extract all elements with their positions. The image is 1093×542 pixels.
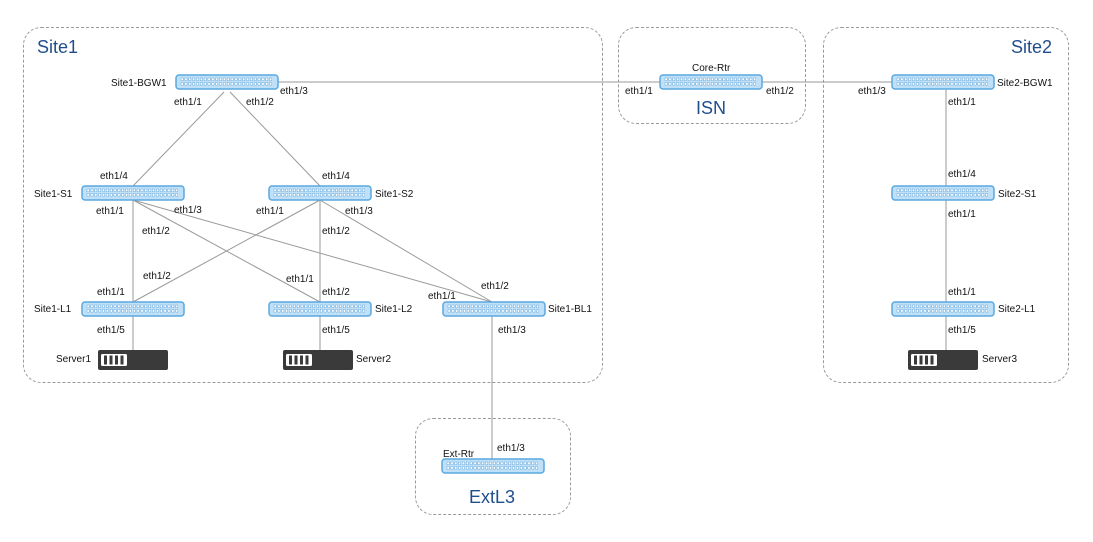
port-label: eth1/3	[345, 206, 373, 217]
port-label: eth1/4	[948, 169, 976, 180]
port-label: eth1/1	[948, 287, 976, 298]
port-label: eth1/3	[858, 86, 886, 97]
device-label-site1-l2: Site1-L2	[375, 304, 413, 315]
device-label-ext-rtr: Ext-Rtr	[443, 449, 475, 460]
port-label: eth1/1	[948, 97, 976, 108]
device-label-site2-l1: Site2-L1	[998, 304, 1036, 315]
switch-ext-rtr	[441, 458, 545, 474]
region-isn	[618, 27, 806, 124]
port-label: eth1/1	[286, 274, 314, 285]
port-label: eth1/1	[625, 86, 653, 97]
switch-site1-l2	[268, 301, 372, 317]
port-label: eth1/1	[256, 206, 284, 217]
device-label-site2-s1: Site2-S1	[998, 189, 1037, 200]
port-label: eth1/2	[766, 86, 794, 97]
device-label-server1: Server1	[56, 354, 92, 365]
port-label: eth1/1	[428, 291, 456, 302]
port-label: eth1/2	[246, 97, 274, 108]
port-label: eth1/4	[100, 171, 128, 182]
port-label: eth1/2	[142, 226, 170, 237]
device-label-site1-bgw1: Site1-BGW1	[111, 78, 167, 89]
region-title-isn: ISN	[696, 98, 727, 118]
port-label: eth1/1	[97, 287, 125, 298]
link-s2-bl1	[319, 199, 493, 303]
port-label: eth1/3	[280, 86, 308, 97]
link-s1-bl1	[132, 199, 493, 303]
device-label-server3: Server3	[982, 354, 1018, 365]
device-label-site1-l1: Site1-L1	[34, 304, 72, 315]
device-label-core-rtr: Core-Rtr	[692, 63, 731, 74]
server-icon-server1	[98, 350, 168, 370]
port-label: eth1/2	[481, 281, 509, 292]
port-label: eth1/3	[174, 205, 202, 216]
device-label-site1-s2: Site1-S2	[375, 189, 414, 200]
switch-site2-bgw1	[891, 74, 995, 90]
port-label: eth1/2	[322, 287, 350, 298]
server-icon-server2	[283, 350, 353, 370]
port-label: eth1/1	[948, 209, 976, 220]
switch-site1-s2	[268, 185, 372, 201]
switch-site1-bl1	[442, 301, 546, 317]
region-site1	[23, 27, 603, 383]
device-label-server2: Server2	[356, 354, 392, 365]
port-label: eth1/2	[143, 271, 171, 282]
switch-site2-l1	[891, 301, 995, 317]
switch-site1-bgw1	[175, 74, 279, 90]
port-label: eth1/5	[97, 325, 125, 336]
device-label-site1-bl1: Site1-BL1	[548, 304, 592, 315]
link-bgw1-s2	[229, 91, 321, 187]
port-label: eth1/3	[497, 443, 525, 454]
link-s2-l1	[132, 199, 321, 303]
port-label: eth1/5	[948, 325, 976, 336]
region-title-site2: Site2	[1011, 37, 1053, 57]
region-site2	[823, 27, 1069, 383]
switch-site1-l1	[81, 301, 185, 317]
device-label-site1-s1: Site1-S1	[34, 189, 73, 200]
server-icon-server3	[908, 350, 978, 370]
link-bgw1-s1	[132, 91, 225, 187]
port-label: eth1/3	[498, 325, 526, 336]
port-label: eth1/1	[96, 206, 124, 217]
port-label: eth1/1	[174, 97, 202, 108]
port-label: eth1/5	[322, 325, 350, 336]
port-label: eth1/4	[322, 171, 350, 182]
port-label: eth1/2	[322, 226, 350, 237]
region-title-site1: Site1	[37, 37, 79, 57]
region-title-extl3: ExtL3	[469, 487, 516, 507]
switch-site1-s1	[81, 185, 185, 201]
switch-core-rtr	[659, 74, 763, 90]
switch-site2-s1	[891, 185, 995, 201]
region-extl3	[415, 418, 571, 515]
device-label-site2-bgw1: Site2-BGW1	[997, 78, 1053, 89]
